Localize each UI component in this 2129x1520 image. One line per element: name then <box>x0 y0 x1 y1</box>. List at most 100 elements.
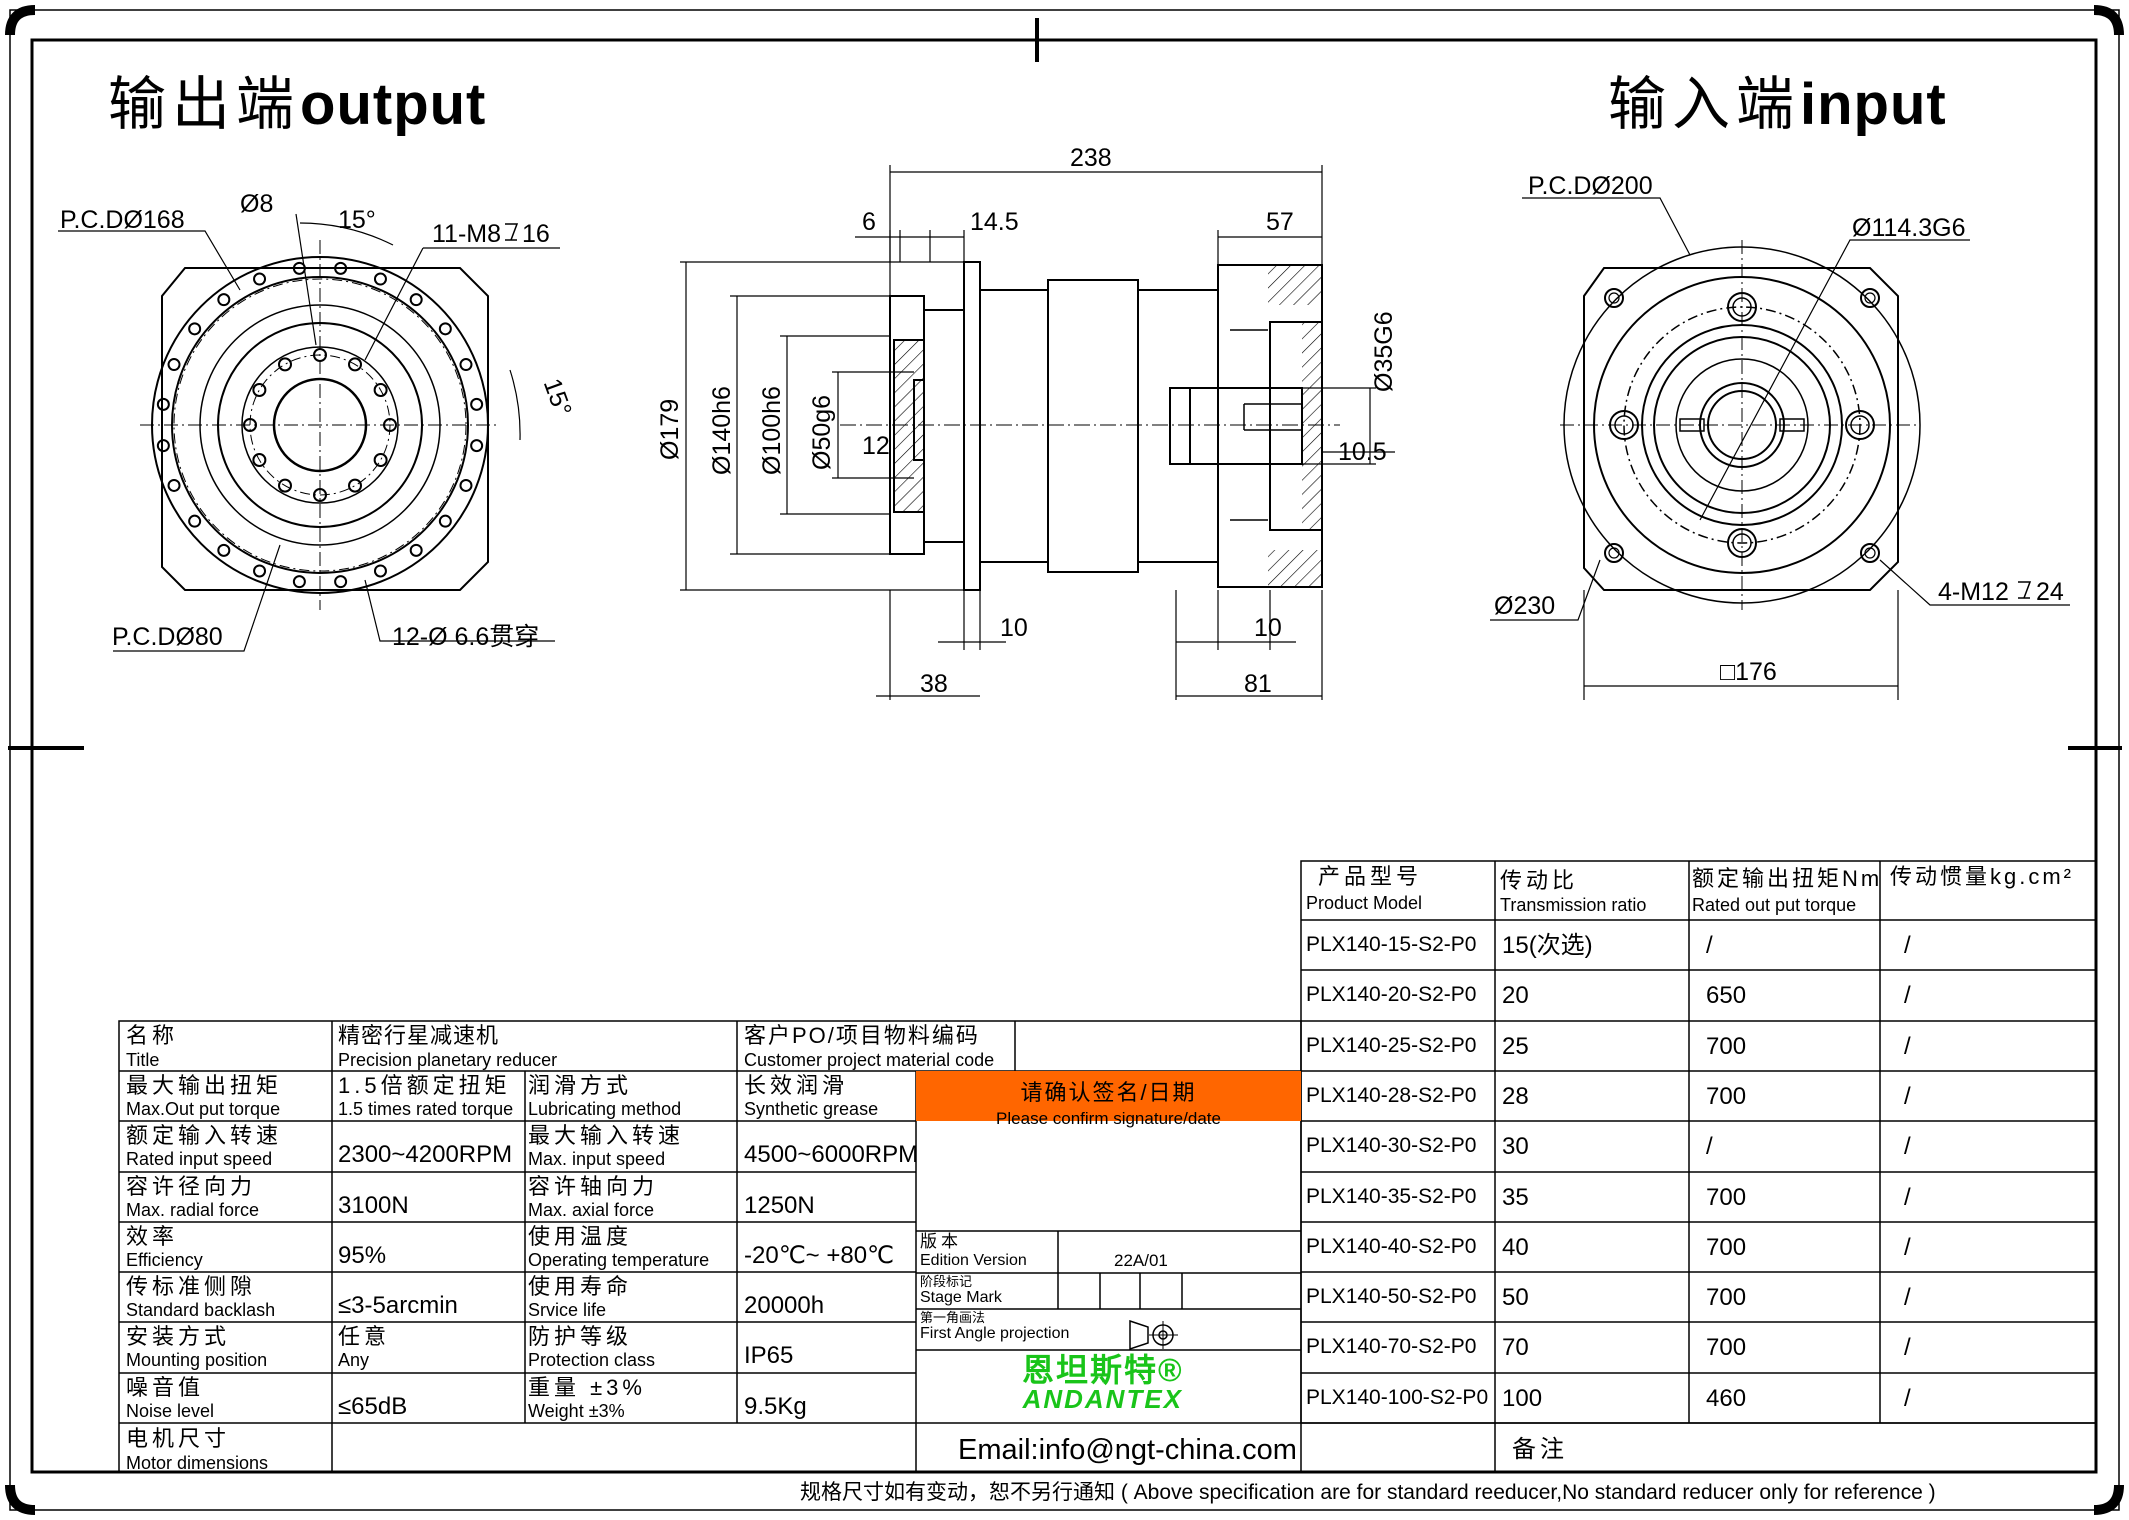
spec-value: 3100N <box>338 1192 409 1219</box>
spec-value-en: 1.5 times rated torque <box>338 1099 514 1119</box>
model-cell: PLX140-28-S2-P0 <box>1306 1084 1477 1107</box>
torque-cell: 460 <box>1706 1385 1747 1412</box>
dim-14-5: 14.5 <box>970 208 1019 236</box>
dim-holes-12: 12-Ø 6.6贯穿 <box>392 623 539 651</box>
dim-81: 81 <box>1244 670 1272 698</box>
dim-238: 238 <box>1070 144 1112 172</box>
motor-dimensions-cn: 电机尺寸 <box>126 1426 231 1451</box>
mounting-hole <box>292 575 306 589</box>
spec-label-2-cn: 最大输入转速 <box>528 1123 685 1148</box>
dim-d230: Ø230 <box>1494 592 1555 620</box>
corner-hole <box>1604 288 1624 308</box>
spec-label-2-en: Operating temperature <box>528 1250 710 1270</box>
stage-mark-label: 阶段标记 Stage Mark <box>920 1275 1002 1306</box>
mounting-hole <box>217 293 231 307</box>
dim-140h6: Ø140h6 <box>708 386 736 475</box>
torque-cell: 700 <box>1706 1033 1747 1060</box>
inertia-cell: / <box>1904 932 1911 959</box>
inertia-cell: / <box>1904 1083 1911 1110</box>
ratio-cell: 40 <box>1502 1234 1529 1261</box>
spec-label-en: Mounting position <box>126 1350 268 1370</box>
model-cell: PLX140-25-S2-P0 <box>1306 1034 1477 1057</box>
mounting-hole <box>167 478 181 492</box>
ratio-cell: 15(次选) <box>1502 932 1593 959</box>
mounting-hole <box>438 514 452 528</box>
col-transmission-ratio: 传动比 Transmission ratio <box>1500 866 1646 915</box>
projection-en: First Angle projection <box>920 1325 1070 1342</box>
spec-value: ≤65dB <box>338 1393 408 1420</box>
dim-35G6: Ø35G6 <box>1370 311 1398 392</box>
threaded-hole <box>252 453 267 467</box>
col-product-model: 产品型号 Product Model <box>1306 864 1423 913</box>
ratio-cell: 28 <box>1502 1083 1529 1110</box>
spec-value-2-en: Synthetic grease <box>744 1099 879 1119</box>
stage-mark-en: Stage Mark <box>920 1289 1002 1306</box>
spec-label-en: Standard backlash <box>126 1300 276 1320</box>
threaded-hole <box>278 478 292 493</box>
edition-cn: 版本 <box>920 1232 962 1251</box>
mounting-hole-inner <box>1732 533 1752 553</box>
model-cell: PLX140-15-S2-P0 <box>1306 933 1477 956</box>
mounting-hole <box>373 564 387 578</box>
ratio-cell: 70 <box>1502 1334 1529 1361</box>
dim-pcd80: P.C.DØ80 <box>112 623 223 651</box>
corner-hole <box>1604 543 1624 563</box>
title-label: 名称 Title <box>126 1025 178 1070</box>
threaded-hole <box>313 488 327 502</box>
dim-50g6: Ø50g6 <box>808 395 836 470</box>
input-title-cn: 输入端 <box>1608 72 1801 137</box>
mounting-hole <box>1727 292 1757 322</box>
mounting-hole <box>373 272 387 286</box>
spec-label-2-en: Max. input speed <box>528 1149 666 1169</box>
sheet-frame <box>5 5 2124 1515</box>
mounting-hole <box>470 439 484 453</box>
mounting-hole-inner <box>1850 415 1870 435</box>
spec-label-2-en: Lubricating method <box>528 1099 682 1119</box>
dim-d114: Ø114.3G6 <box>1852 214 1966 242</box>
spec-label-en: Max. radial force <box>126 1200 260 1220</box>
mounting-hole <box>459 358 473 372</box>
threaded-hole <box>252 383 267 397</box>
dim-d8: Ø8 <box>240 190 273 218</box>
inertia-cell: / <box>1904 1133 1911 1160</box>
col-product-model-cn: 产品型号 <box>1318 864 1423 889</box>
mounting-hole <box>217 543 231 557</box>
mounting-hole <box>409 543 423 557</box>
input-title-en: input <box>1800 72 1947 137</box>
threaded-hole <box>348 357 362 372</box>
model-cell: PLX140-35-S2-P0 <box>1306 1185 1477 1208</box>
spec-value-2: 4500~6000RPM <box>744 1141 919 1168</box>
dim-10b: 10 <box>1254 614 1282 642</box>
threaded-hole <box>348 478 362 493</box>
dim-6: 6 <box>862 208 876 236</box>
spec-label-en: Rated input speed <box>126 1149 273 1169</box>
torque-cell: / <box>1706 932 1713 959</box>
spec-value-cn: 1.5倍额定扭矩 <box>338 1073 511 1098</box>
spec-label-2-cn: 使用温度 <box>528 1224 633 1249</box>
corner-hole-inner <box>1608 292 1620 304</box>
spec-label-2-en: Weight ±3% <box>528 1401 625 1421</box>
inertia-cell: / <box>1904 1184 1911 1211</box>
output-title-en: output <box>300 72 487 137</box>
mounting-hole <box>188 514 202 528</box>
spec-value-en: Any <box>338 1350 370 1370</box>
mounting-hole <box>334 261 348 275</box>
side-view <box>680 165 1395 700</box>
stage-mark-cn: 阶段标记 <box>920 1274 973 1289</box>
ratio-cell: 30 <box>1502 1133 1529 1160</box>
spec-label-cn: 传标准侧隙 <box>126 1274 257 1299</box>
threaded-hole <box>278 357 292 372</box>
spec-value-2: 1250N <box>744 1192 815 1219</box>
email-link[interactable]: Email:info@ngt-china.com <box>958 1434 1297 1466</box>
spec-label-en: Efficiency <box>126 1250 203 1270</box>
spec-label-2-en: Srvice life <box>528 1300 607 1320</box>
spec-label-cn: 最大输出扭矩 <box>126 1073 283 1098</box>
confirm-signature-box[interactable]: 请确认签名/日期 Please confirm signature/date <box>916 1071 1301 1128</box>
